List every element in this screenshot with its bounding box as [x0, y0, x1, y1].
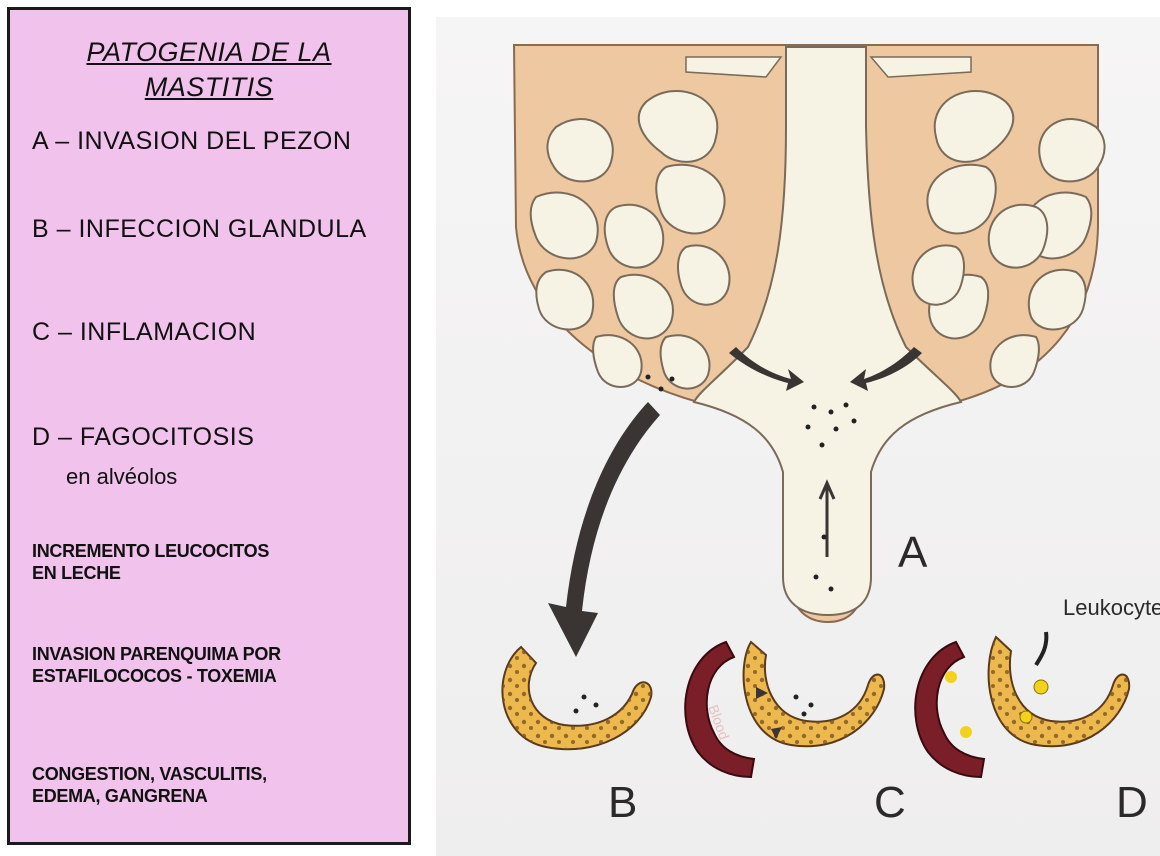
mastitis-illustration: A B Blood C Leu	[436, 17, 1160, 856]
label-c: C	[874, 778, 906, 827]
item-d-subtext: en alvéolos	[66, 464, 177, 490]
note-congestion: CONGESTION, VASCULITIS, EDEMA, GANGRENA	[32, 763, 267, 807]
note-leukocyte-line-2: EN LECHE	[32, 562, 269, 584]
stage-b-alveolus	[502, 647, 651, 749]
note-parenchyma-line-2: ESTAFILOCOCOS - TOXEMIA	[32, 665, 281, 687]
item-b-gland-infection: B – INFECCION GLANDULA	[32, 215, 367, 244]
label-a: A	[898, 528, 928, 577]
mastitis-diagram: A B Blood C Leu	[436, 17, 1160, 856]
note-parenchyma-line-1: INVASION PARENQUIMA POR	[32, 643, 281, 665]
spread-arrow	[548, 402, 660, 657]
leukocyte-label: Leukocyte	[1063, 595, 1160, 620]
note-leukocyte-line-1: INCREMENTO LEUCOCITOS	[32, 540, 269, 562]
stage-c-inflammation: Blood	[685, 642, 884, 777]
label-b: B	[608, 778, 637, 827]
note-congestion-line-1: CONGESTION, VASCULITIS,	[32, 763, 267, 785]
item-a-teat-invasion: A – INVASION DEL PEZON	[32, 127, 351, 156]
note-leukocyte-increase: INCREMENTO LEUCOCITOS EN LECHE	[32, 540, 269, 584]
label-d: D	[1116, 778, 1148, 827]
panel-title-line-1: PATOGENIA DE LA	[10, 37, 408, 68]
note-parenchyma-invasion: INVASION PARENQUIMA POR ESTAFILOCOCOS - …	[32, 643, 281, 687]
note-congestion-line-2: EDEMA, GANGRENA	[32, 785, 267, 807]
panel-title-line-2: MASTITIS	[10, 72, 408, 103]
pathogenesis-text-panel: PATOGENIA DE LA MASTITIS A – INVASION DE…	[7, 7, 411, 845]
stage-d-phagocytosis	[915, 632, 1129, 777]
item-d-phagocytosis: D – FAGOCITOSIS	[32, 423, 254, 452]
item-c-inflammation: C – INFLAMACION	[32, 318, 256, 347]
